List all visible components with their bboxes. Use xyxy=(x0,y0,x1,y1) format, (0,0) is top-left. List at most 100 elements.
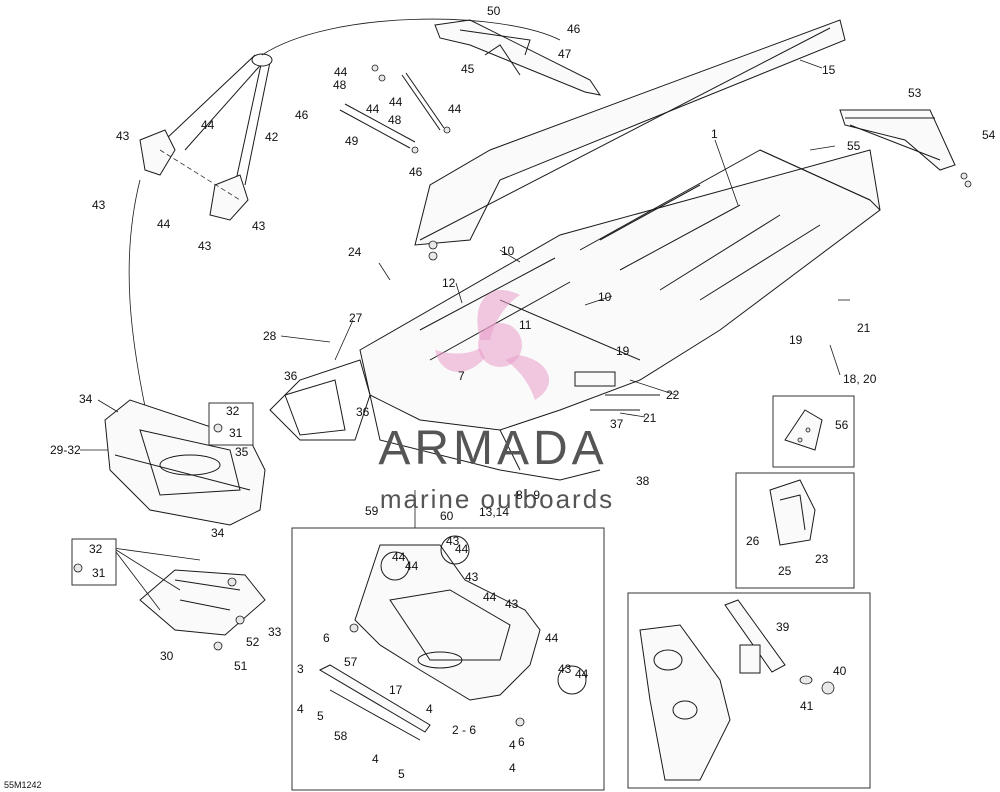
callout-48: 48 xyxy=(333,78,347,92)
callout-32: 32 xyxy=(226,404,240,418)
callout-11: 11 xyxy=(519,318,532,332)
callout-26: 26 xyxy=(746,534,760,548)
callout-47: 47 xyxy=(558,47,572,61)
callout-51: 51 xyxy=(234,659,248,673)
callout-24: 24 xyxy=(348,245,362,259)
callout-44: 44 xyxy=(448,102,462,116)
callout-29-32: 29-32 xyxy=(50,443,81,457)
inset-bracket xyxy=(735,472,855,589)
callout-43: 43 xyxy=(558,662,572,676)
callout-34: 34 xyxy=(79,392,93,406)
callout-43: 43 xyxy=(252,219,266,233)
callout-25: 25 xyxy=(778,564,792,578)
callout-36: 36 xyxy=(284,369,298,383)
callout-48: 48 xyxy=(388,113,402,127)
bulkhead-cable xyxy=(128,179,151,431)
callout-4: 4 xyxy=(509,738,516,752)
callout-44: 44 xyxy=(389,95,403,109)
callout-44: 44 xyxy=(455,542,469,556)
callout-44: 44 xyxy=(575,667,589,681)
callout-17: 17 xyxy=(389,683,403,697)
callout-4: 4 xyxy=(297,702,304,716)
callout-44: 44 xyxy=(392,550,406,564)
callout-59: 59 xyxy=(365,504,379,518)
callout-15: 15 xyxy=(822,63,836,77)
callout-44: 44 xyxy=(483,590,497,604)
callout-18-20: 18, 20 xyxy=(843,372,877,386)
callout-40: 40 xyxy=(833,664,847,678)
callout-30: 30 xyxy=(160,649,174,663)
inset-56 xyxy=(772,395,855,468)
callout-49: 49 xyxy=(345,134,359,148)
callout-4: 4 xyxy=(372,752,379,766)
callout-52: 52 xyxy=(246,635,260,649)
callout-21: 21 xyxy=(643,411,657,425)
callout-1: 1 xyxy=(711,127,718,141)
callout-39: 39 xyxy=(776,620,790,634)
callout-6: 6 xyxy=(518,735,525,749)
callout-45: 45 xyxy=(461,62,475,76)
callout-57: 57 xyxy=(344,655,358,669)
steering-column-assembly xyxy=(139,53,273,221)
callout-41: 41 xyxy=(800,699,814,713)
front-bulkhead xyxy=(104,399,266,526)
watermark-tagline: marine outboards xyxy=(380,484,614,514)
callout-50: 50 xyxy=(487,4,501,18)
callout-43: 43 xyxy=(92,198,106,212)
callout-8-9: 8 - 9 xyxy=(516,488,540,502)
reference-code: 55M1242 xyxy=(4,780,42,790)
callout-42: 42 xyxy=(265,130,279,144)
lower-bulkhead xyxy=(139,569,266,651)
callout-44: 44 xyxy=(366,102,380,116)
callout-5: 5 xyxy=(317,709,324,723)
callout-46: 46 xyxy=(567,22,581,36)
callout-box-31-32-upper xyxy=(208,402,254,446)
inset-lower-frame xyxy=(291,527,605,791)
callout-13-14: 13,14 xyxy=(479,505,509,519)
inset-link xyxy=(627,592,871,789)
callout-55: 55 xyxy=(847,139,861,153)
callout-19: 19 xyxy=(616,344,630,358)
steering-cable xyxy=(261,18,561,56)
callout-58: 58 xyxy=(334,729,348,743)
callout-60: 60 xyxy=(440,509,454,523)
callout-box-31-32-lower xyxy=(71,538,117,586)
callout-31: 31 xyxy=(229,426,243,440)
leader-lines xyxy=(80,59,850,611)
callout-46: 46 xyxy=(409,165,423,179)
callout-23: 23 xyxy=(815,552,829,566)
steering-arm-45 xyxy=(434,19,602,96)
callout-12: 12 xyxy=(442,276,456,290)
callout-43: 43 xyxy=(465,570,479,584)
watermark-logo xyxy=(435,290,550,400)
rear-bumper xyxy=(839,109,972,188)
callout-43: 43 xyxy=(505,597,519,611)
callout-10: 10 xyxy=(501,244,515,258)
callout-6: 6 xyxy=(323,631,330,645)
callout-4: 4 xyxy=(509,761,516,775)
callout-54: 54 xyxy=(982,128,996,142)
callout-4: 4 xyxy=(426,702,433,716)
callout-28: 28 xyxy=(263,329,277,343)
callout-43: 43 xyxy=(116,129,130,143)
callout-44: 44 xyxy=(545,631,559,645)
callout-44: 44 xyxy=(405,559,419,573)
callout-32: 32 xyxy=(89,542,103,556)
callout-44: 44 xyxy=(201,118,215,132)
callout-31: 31 xyxy=(92,566,106,580)
callout-7: 7 xyxy=(458,369,465,383)
callout-5: 5 xyxy=(398,767,405,781)
callout-19: 19 xyxy=(789,333,803,347)
callout-10: 10 xyxy=(598,290,612,304)
callout-43: 43 xyxy=(198,239,212,253)
watermark-brand: ARMADA xyxy=(378,422,607,475)
callout-56: 56 xyxy=(835,418,849,432)
callout-34: 34 xyxy=(211,526,225,540)
callout-44: 44 xyxy=(157,217,171,231)
callout-38: 38 xyxy=(636,474,650,488)
callout-35: 35 xyxy=(235,445,249,459)
callout-22: 22 xyxy=(666,388,680,402)
linkage-rods xyxy=(339,64,451,154)
callout-21: 21 xyxy=(857,321,871,335)
